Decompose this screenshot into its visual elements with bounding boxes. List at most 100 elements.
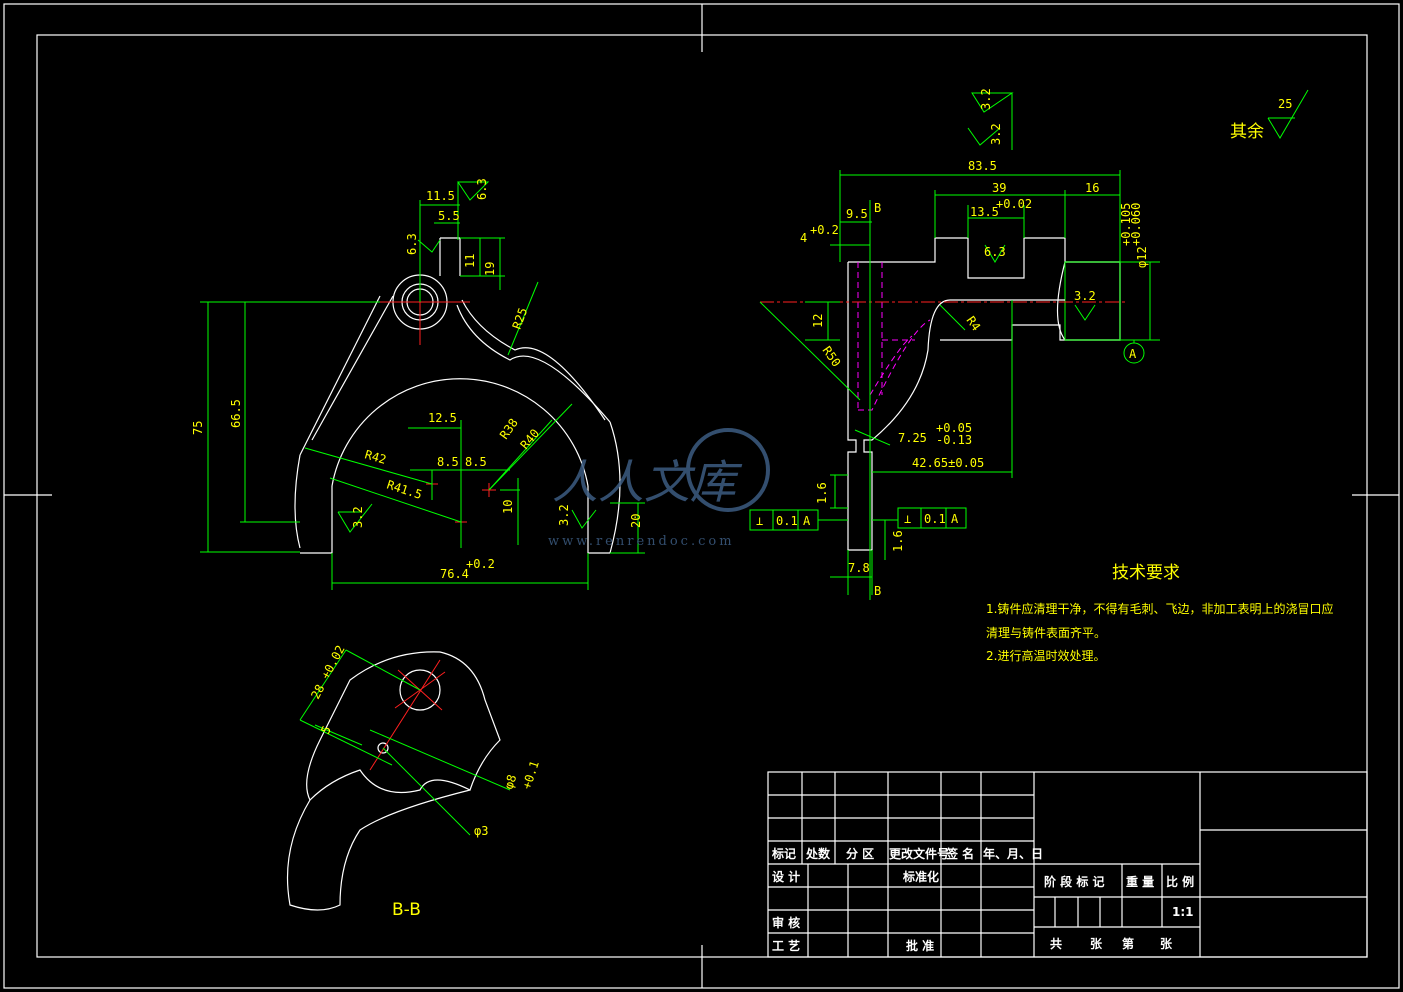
title-block: 标记 处数 分 区 更改文件号 签 名 年、月、日 设 计 标准化 审 核 工 … xyxy=(767,771,1368,958)
tb-stage: 阶 段 标 记 xyxy=(1044,874,1105,889)
dim-8-5-b: 8.5 xyxy=(465,455,487,469)
tol-right-symbol: ⊥ xyxy=(904,512,911,526)
dim-20: 20 xyxy=(629,514,643,528)
dim-3-2-bore: 3.2 xyxy=(1074,289,1096,303)
dim-4: 4 xyxy=(800,231,807,245)
dim-phi12-tol-up: +0.105 xyxy=(1119,203,1133,246)
watermark: 人人文库 www.renrendoc.com xyxy=(548,428,770,549)
left-view-dimlines xyxy=(200,181,645,590)
section-label: B-B xyxy=(392,900,421,920)
dim-12: 12 xyxy=(811,314,825,328)
tol-left-datum: A xyxy=(803,514,811,528)
tb-header-count: 处数 xyxy=(805,846,831,861)
dim-9-5: 9.5 xyxy=(846,207,868,221)
dim-66-5: 66.5 xyxy=(229,399,243,428)
section-mark-b-top: B xyxy=(874,201,881,215)
dim-28-tol: +0.02 xyxy=(318,643,347,681)
dim-r25: R25 xyxy=(510,306,531,331)
surface-other-label: 其余 xyxy=(1230,122,1264,142)
tb-header-mark: 标记 xyxy=(771,846,796,861)
tol-left-symbol: ⊥ xyxy=(756,514,763,528)
dim-3-2-right: 3.2 xyxy=(557,504,571,526)
surface-other-value: 25 xyxy=(1278,97,1292,111)
section-hatch-area xyxy=(306,651,501,802)
dim-r-3-2-top: 3.2 xyxy=(979,88,993,110)
notes-line-1: 1.铸件应清理干净，不得有毛刺、飞边，非加工表明上的浇冒口应 xyxy=(986,601,1333,616)
tol-right-datum: A xyxy=(951,512,959,526)
tol-left-value: 0.1 xyxy=(776,514,798,528)
tb-sheet-unit-2: 张 xyxy=(1160,936,1173,951)
section-mark-b-bottom: B xyxy=(874,584,881,598)
sheet-frame xyxy=(3,3,1400,989)
right-view: 3.2 3.2 83.5 39 16 9.5 B 4 +0.2 13.5 +0.… xyxy=(749,88,1160,600)
dim-phi8-tol: +0.1 xyxy=(520,759,542,791)
tol-right-value: 0.1 xyxy=(924,512,946,526)
tb-process: 工 艺 xyxy=(772,938,800,953)
dim-12-5: 12.5 xyxy=(428,411,457,425)
roughness-symbol xyxy=(1267,89,1309,139)
tb-standard: 标准化 xyxy=(902,869,939,884)
tb-weight: 重 量 xyxy=(1126,874,1154,889)
dim-76-4: 76.4 xyxy=(440,567,469,581)
dim-4-tol: +0.2 xyxy=(810,223,839,237)
tb-header-date: 年、月、日 xyxy=(983,846,1043,861)
right-view-outline xyxy=(847,237,1121,551)
dim-7-25-tol-up: +0.05 xyxy=(936,421,972,435)
dim-11: 11 xyxy=(463,254,477,268)
tb-design: 设 计 xyxy=(772,869,800,884)
left-view: 11.5 5.5 6.3 6.3 11 19 R25 75 66.5 12.5 … xyxy=(191,178,645,590)
dim-28: 28 xyxy=(308,682,327,701)
dim-1-6-left: 1.6 xyxy=(815,482,829,504)
tb-header-change-doc: 更改文件号 xyxy=(889,846,949,861)
dim-7-25: 7.25 xyxy=(898,431,927,445)
dim-r38: R38 xyxy=(497,416,521,442)
dim-6-3-top: 6.3 xyxy=(475,178,489,200)
tb-ratio: 比 例 xyxy=(1166,874,1194,889)
dim-phi3: φ3 xyxy=(474,824,488,838)
watermark-url: www.renrendoc.com xyxy=(548,534,735,549)
dim-11-5: 11.5 xyxy=(426,189,455,203)
dim-7-8: 7.8 xyxy=(848,561,870,575)
watermark-text: 人人文库 xyxy=(552,455,743,509)
technical-notes: 技术要求 1.铸件应清理干净，不得有毛刺、飞边，非加工表明上的浇冒口应 清理与铸… xyxy=(986,563,1333,663)
tb-sheet-total: 共 xyxy=(1050,936,1062,951)
section-arc-body xyxy=(286,789,471,911)
dim-phi12: φ12 xyxy=(1135,246,1149,268)
dim-16: 16 xyxy=(1085,181,1099,195)
dim-7-25-tol-low: -0.13 xyxy=(936,433,972,447)
notes-line-2: 清理与铸件表面齐平。 xyxy=(986,625,1106,640)
dim-83-5: 83.5 xyxy=(968,159,997,173)
right-view-dimtexts: 3.2 3.2 83.5 39 16 9.5 B 4 +0.2 13.5 +0.… xyxy=(756,88,1149,598)
dim-phi8: φ8 xyxy=(502,773,520,791)
dim-phi12-tol-low: +0.060 xyxy=(1129,203,1143,246)
tb-approve: 批 准 xyxy=(906,938,934,953)
notes-title: 技术要求 xyxy=(1112,563,1180,583)
dim-5-5: 5.5 xyxy=(438,209,460,223)
notes-line-3: 2.进行高温时效处理。 xyxy=(986,648,1105,663)
dim-13-5: 13.5 xyxy=(970,205,999,219)
tb-sheet-unit-1: 张 xyxy=(1090,936,1103,951)
dim-76-4-tol: +0.2 xyxy=(466,557,495,571)
right-view-dimlines xyxy=(749,92,1160,600)
dim-75: 75 xyxy=(191,421,205,435)
dim-10: 10 xyxy=(501,500,515,514)
section-hole xyxy=(399,669,441,711)
datum-a: A xyxy=(1129,347,1137,361)
section-small-hole xyxy=(377,742,389,754)
dim-5: 5 xyxy=(318,723,334,736)
dim-r50: R50 xyxy=(820,344,844,370)
dim-13-5-tol: +0.02 xyxy=(996,197,1032,211)
tb-sheet-index: 第 xyxy=(1122,936,1134,951)
watermark-logo-ring xyxy=(686,428,770,512)
dim-8-5-a: 8.5 xyxy=(437,455,459,469)
dim-r40: R40 xyxy=(518,426,543,452)
section-view: 28 +0.02 5 φ8 +0.1 φ3 B-B xyxy=(286,643,542,920)
tb-review: 审 核 xyxy=(772,915,800,930)
dim-6-3-slot: 6.3 xyxy=(984,245,1006,259)
dim-39: 39 xyxy=(992,181,1006,195)
tb-ratio-value: 1:1 xyxy=(1172,905,1194,919)
tb-header-zone: 分 区 xyxy=(846,846,874,861)
tb-header-sign: 签 名 xyxy=(945,846,974,861)
surface-other-note: 其余 25 xyxy=(1230,89,1309,142)
dim-6-3-left: 6.3 xyxy=(405,233,419,255)
